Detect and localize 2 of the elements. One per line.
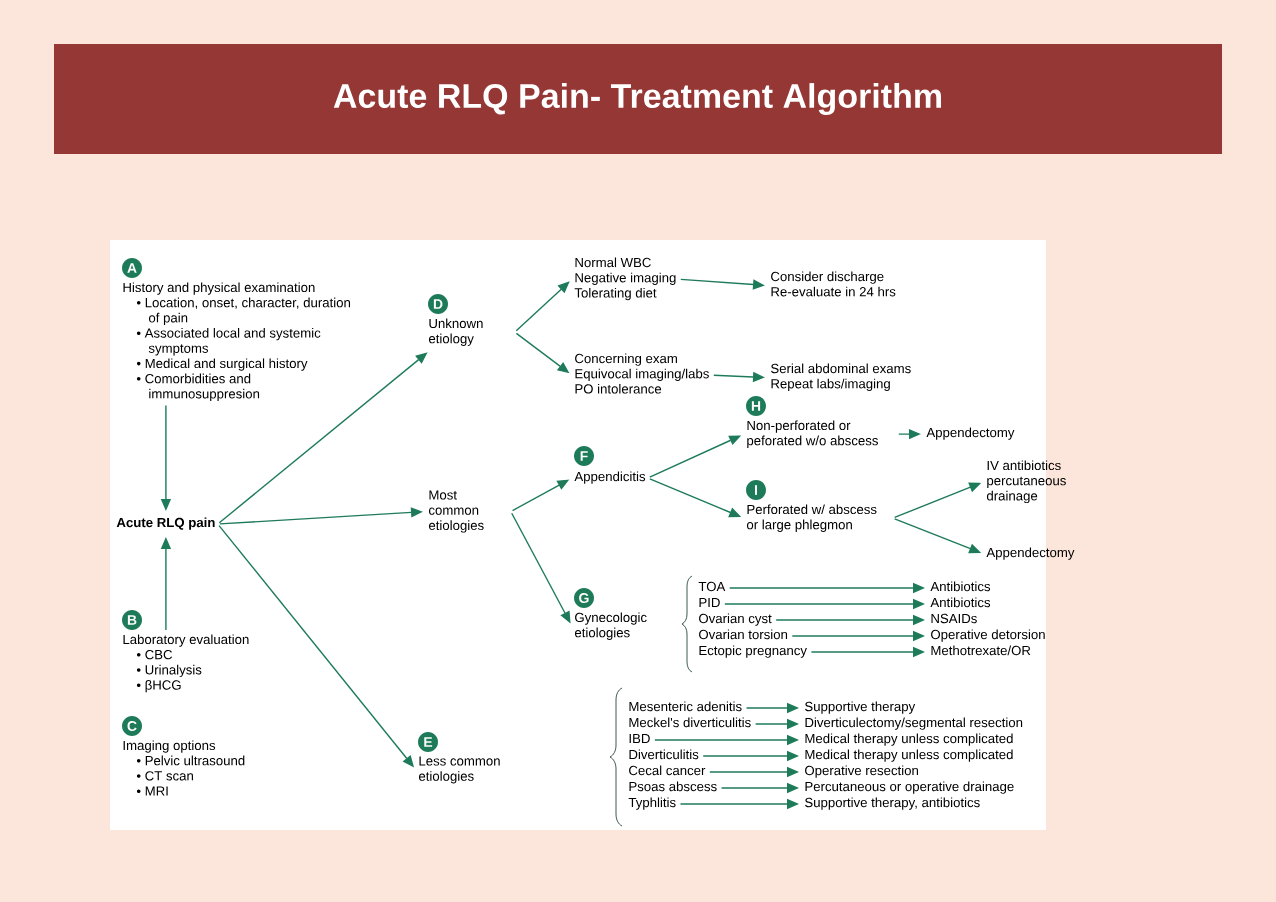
title-banner: Acute RLQ Pain- Treatment Algorithm: [54, 44, 1222, 154]
arrow: [515, 281, 570, 332]
